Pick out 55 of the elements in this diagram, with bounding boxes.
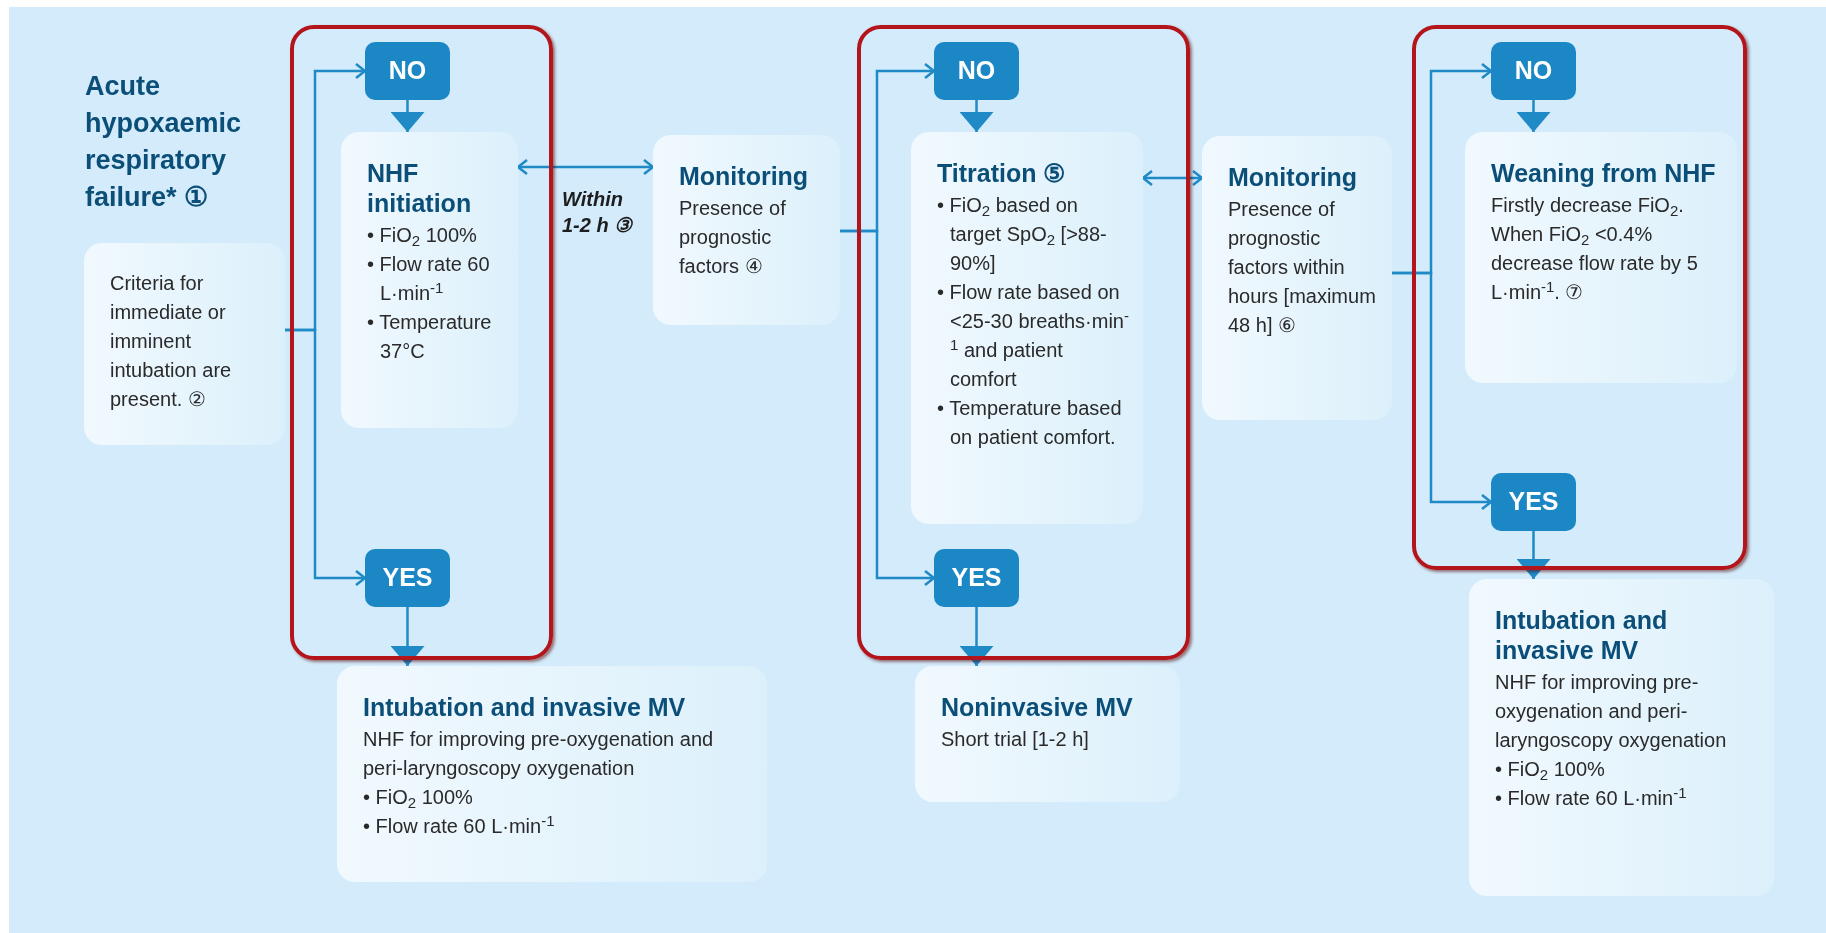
step-text: Firstly decrease FiO$_{2}$. When FiO$_{2}$ <0.4% decrease flow rate by 5 L·min$^{-1}$. ⑦ <box>1491 193 1699 305</box>
step-heading: Titration ⑤ <box>937 158 1067 188</box>
step-box <box>915 666 1180 802</box>
bullet-item: • Flow rate based on <25-30 breaths·min$^{-}$$^{1}$ and patient comfort <box>937 280 1130 392</box>
step-text: Presence of prognostic factors within hours [maximum 48 h] ⑥ <box>1228 197 1377 338</box>
bullet-item: • FiO$_{2}$ 100% <box>1495 757 1606 784</box>
decision-frame <box>857 25 1190 660</box>
answer-badge: YES <box>1491 473 1576 531</box>
step-text: Criteria for immediate or imminent intubation are present. ② <box>110 271 233 412</box>
bullet-item: • Flow rate 60 L·min$^{-1}$ <box>367 252 491 306</box>
arrow <box>516 158 655 176</box>
pointer-arrow <box>390 100 425 132</box>
step-heading: Intubation and invasive MV <box>363 692 687 722</box>
step-box <box>341 132 518 428</box>
bullet-item: • FiO$_{2}$ 100% <box>363 785 474 812</box>
answer-badge: YES <box>365 549 450 607</box>
arrow <box>285 328 367 587</box>
arrow <box>1392 271 1493 511</box>
pointer-arrow <box>959 607 994 666</box>
pointer-arrow <box>959 100 994 132</box>
step-box <box>1465 132 1737 383</box>
bullet-item: • Flow rate 60 L·min$^{-1}$ <box>1495 784 1688 811</box>
answer-badge: YES <box>934 549 1019 607</box>
pointer-arrow <box>1516 531 1551 579</box>
bullet-item: • Temperature based on patient comfort. <box>937 396 1123 450</box>
step-heading: NHF initiation <box>367 158 473 218</box>
bullet-item: • Temperature 37°C <box>367 310 493 364</box>
pointer-arrow <box>1516 100 1551 132</box>
step-box <box>84 243 285 445</box>
arrow <box>1141 169 1204 187</box>
step-text: NHF for improving pre-oxygenation and peri-laryngoscopy oxygenation <box>1495 670 1728 753</box>
step-heading: Weaning from NHF <box>1491 158 1717 188</box>
arrow <box>840 229 936 587</box>
step-box <box>911 132 1143 524</box>
step-heading: Noninvasive MV <box>941 692 1134 722</box>
decision-frame <box>290 25 553 660</box>
step-text: Presence of prognostic factors ④ <box>679 196 787 279</box>
step-box <box>337 666 767 882</box>
answer-badge: NO <box>365 42 450 100</box>
step-text: NHF for improving pre-oxygenation and peri-laryngoscopy oxygenation <box>363 727 715 781</box>
decision-frame <box>1412 25 1747 570</box>
step-text: Short trial [1-2 h] <box>941 727 1090 752</box>
bullet-item: • FiO$_{2}$ based on target SpO$_{2}$ [>88- 90%] <box>937 193 1108 276</box>
bullet-item: • Flow rate 60 L·min$^{-1}$ <box>363 812 556 839</box>
step-heading: Intubation and invasive MV <box>1495 605 1669 665</box>
step-heading: Monitoring <box>679 161 810 191</box>
heading-text: Acute hypoxaemic respiratory failure* ① <box>85 70 243 214</box>
step-box <box>1202 136 1392 420</box>
answer-badge: NO <box>1491 42 1576 100</box>
step-heading: Monitoring <box>1228 162 1359 192</box>
answer-badge: NO <box>934 42 1019 100</box>
step-box <box>653 135 840 325</box>
bullet-item: • FiO$_{2}$ 100% <box>367 223 478 250</box>
step-box <box>1469 579 1774 896</box>
pointer-arrow <box>390 607 425 666</box>
